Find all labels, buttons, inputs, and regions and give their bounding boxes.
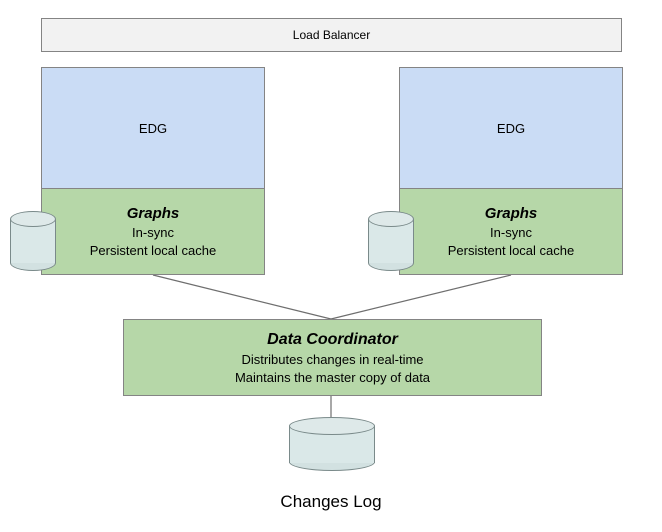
edg-label-left: EDG [138, 120, 168, 136]
changes-log-label: Changes Log [280, 492, 382, 511]
cylinder-top [368, 211, 414, 227]
data-coordinator-title: Data Coordinator [267, 330, 398, 348]
data-coordinator-line-2: Maintains the master copy of data [234, 369, 431, 385]
load-balancer-node[interactable]: Load Balancer [41, 18, 622, 52]
cylinder-top [10, 211, 56, 227]
load-balancer-label: Load Balancer [292, 28, 371, 42]
graphs-line-1-left: In-sync [132, 224, 174, 240]
graphs-title-right: Graphs [484, 204, 538, 222]
connector-edg-right-to-coordinator [330, 274, 512, 320]
database-cylinder-icon-right-cache [368, 211, 414, 271]
connector-edg-left-to-coordinator [152, 274, 332, 320]
graphs-title-left: Graphs [126, 204, 180, 222]
edg-header-left[interactable]: EDG [41, 67, 265, 189]
cylinder-top [289, 417, 375, 435]
edg-label-right: EDG [496, 120, 526, 136]
graphs-box-right[interactable]: Graphs In-sync Persistent local cache [399, 188, 623, 275]
database-cylinder-icon-left-cache [10, 211, 56, 271]
database-cylinder-icon-changes-log [289, 417, 375, 471]
graphs-line-2-right: Persistent local cache [447, 242, 575, 258]
graphs-line-1-right: In-sync [490, 224, 532, 240]
data-coordinator-line-1: Distributes changes in real-time [241, 351, 424, 367]
edg-node-left[interactable]: EDG Graphs In-sync Persistent local cach… [41, 67, 265, 275]
graphs-box-left[interactable]: Graphs In-sync Persistent local cache [41, 188, 265, 275]
edg-node-right[interactable]: EDG Graphs In-sync Persistent local cach… [399, 67, 623, 275]
edg-header-right[interactable]: EDG [399, 67, 623, 189]
data-coordinator-node[interactable]: Data Coordinator Distributes changes in … [123, 319, 542, 396]
graphs-line-2-left: Persistent local cache [89, 242, 217, 258]
